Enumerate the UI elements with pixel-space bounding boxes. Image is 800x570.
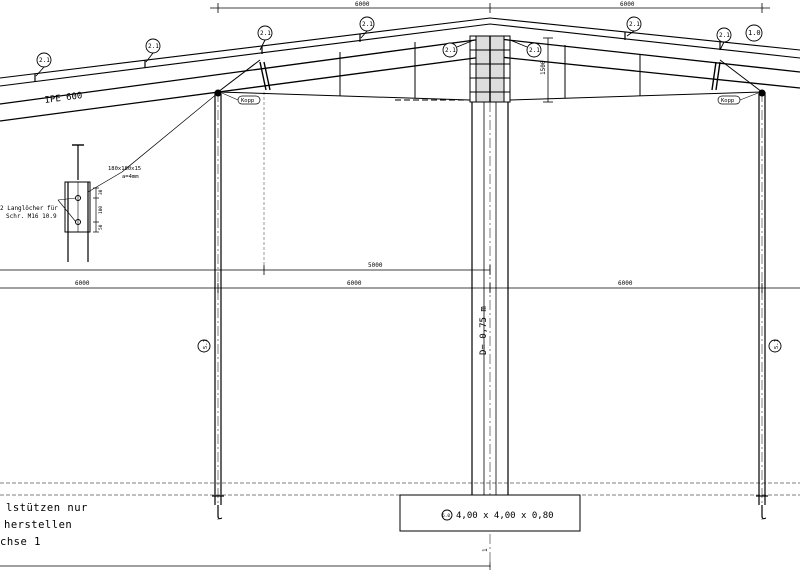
svg-text:2.1: 2.1 <box>39 57 50 64</box>
detail-column-head <box>57 92 219 262</box>
svg-text:2.1: 2.1 <box>445 47 456 54</box>
foundation-text: 4,00 x 4,00 x 0,80 <box>456 511 554 521</box>
detail-plate-sub: a=4mm <box>122 174 139 180</box>
detail-dim-2: 100 <box>98 206 104 214</box>
svg-text:5.1: 5.1 <box>203 339 209 349</box>
svg-text:2.1: 2.1 <box>260 30 271 37</box>
haunch-depth-text: 1500 <box>540 60 547 75</box>
svg-text:2.1: 2.1 <box>629 21 640 28</box>
kopp-right: Kopp <box>717 92 759 105</box>
column-bases <box>212 495 768 520</box>
ridge-connection <box>469 35 511 103</box>
center-column-label: D= 0,75 m <box>479 306 489 355</box>
foundation-mark-circle <box>441 509 453 521</box>
svg-text:2.1: 2.1 <box>529 47 540 54</box>
rafter-ipe600 <box>0 37 800 122</box>
callouts <box>35 16 763 77</box>
ground-lines <box>0 482 800 496</box>
column-right <box>758 89 766 520</box>
dim-purlin-span: 5000 <box>368 262 383 269</box>
knee-brace-left <box>259 61 271 91</box>
dim-top-right: 6000 <box>620 1 635 8</box>
profile-label: IPE 600 <box>44 91 83 106</box>
column-mark-left: 5.1 <box>197 339 211 353</box>
bottom-axis <box>0 562 491 570</box>
dim-bay-right: 6000 <box>618 280 633 287</box>
column-center <box>471 102 509 570</box>
knee-brace-right <box>711 61 721 91</box>
purlin-span-dim <box>0 92 491 275</box>
svg-text:5.1: 5.1 <box>774 339 780 349</box>
svg-text:Kopp: Kopp <box>241 98 254 104</box>
dim-top-left: 6000 <box>355 1 370 8</box>
detail-holes-1: 2 Langlöcher für <box>0 205 58 212</box>
callout-texts: 2.1 2.1 2.1 2.1 2.1 2.1 2.1 2.1 1.0 <box>39 21 761 64</box>
bottom-axis-label: 1 <box>482 548 489 552</box>
bay-dim-line <box>0 283 800 293</box>
dim-bay-left: 6000 <box>75 280 90 287</box>
kopp-left: Kopp <box>221 92 261 105</box>
note-line-2: herstellen <box>4 519 73 531</box>
svg-text:2.1: 2.1 <box>719 32 730 39</box>
roof-outline <box>0 17 800 87</box>
purlin-markers <box>34 32 721 82</box>
foundation-box <box>399 494 581 532</box>
svg-text:Kopp: Kopp <box>721 98 734 104</box>
haunch-depth-dim <box>543 37 553 103</box>
foundation-mark: 6.0 <box>442 513 450 519</box>
detail-plate: 180x180x15 <box>108 166 141 172</box>
svg-text:2.1: 2.1 <box>362 21 373 28</box>
top-dimension-line <box>210 3 770 13</box>
detail-dim-1: 30 <box>98 189 104 195</box>
svg-text:1.0: 1.0 <box>748 29 761 37</box>
column-left <box>214 89 222 520</box>
column-mark-right: 5.1 <box>768 339 782 353</box>
note-line-1: lstützen nur <box>6 502 88 514</box>
detail-dim-3: 50 <box>98 224 104 230</box>
dim-bay-mid: 6000 <box>347 280 362 287</box>
truss <box>217 42 763 101</box>
svg-text:2.1: 2.1 <box>148 43 159 50</box>
note-line-3: chse 1 <box>0 536 41 548</box>
detail-holes-2: Schr. M16 10.9 <box>6 213 57 220</box>
